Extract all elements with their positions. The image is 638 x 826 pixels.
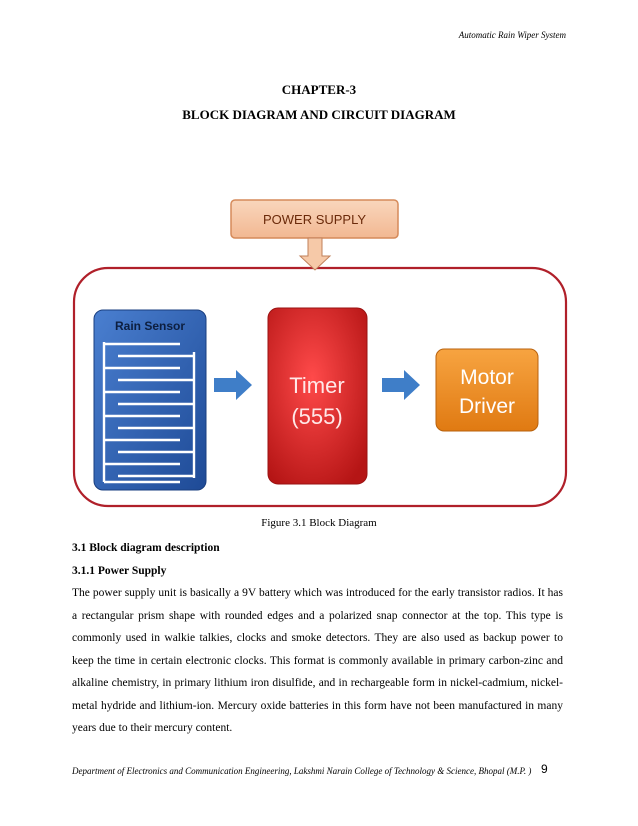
power-supply-paragraph: The power supply unit is basically a 9V … bbox=[72, 587, 563, 734]
running-header: Automatic Rain Wiper System bbox=[458, 30, 566, 40]
motor-driver-block bbox=[435, 348, 539, 432]
page-number: 9 bbox=[541, 762, 548, 776]
sensor-comb-pattern bbox=[102, 342, 196, 484]
arrow-sensor-to-timer bbox=[214, 370, 252, 400]
figure-caption: Figure 3.1 Block Diagram bbox=[261, 517, 377, 529]
power-supply-label: POWER SUPPLY bbox=[263, 212, 366, 227]
motor-label-line2: Driver bbox=[459, 395, 515, 418]
motor-label-line1: Motor bbox=[460, 366, 514, 389]
chapter-number: CHAPTER-3 bbox=[281, 82, 357, 97]
timer-label-line1: Timer bbox=[289, 373, 344, 398]
system-enclosure bbox=[72, 266, 568, 508]
arrow-timer-to-motor bbox=[382, 370, 420, 400]
timer-block bbox=[267, 307, 368, 485]
chapter-title: BLOCK DIAGRAM AND CIRCUIT DIAGRAM bbox=[182, 107, 456, 122]
timer-label-line2: (555) bbox=[291, 404, 342, 429]
section-heading-3-1-1: 3.1.1 Power Supply bbox=[72, 565, 167, 577]
footer-department: Department of Electronics and Communicat… bbox=[72, 766, 532, 776]
power-arrow bbox=[298, 237, 332, 271]
section-heading-3-1: 3.1 Block diagram description bbox=[72, 542, 220, 554]
rain-sensor-label: Rain Sensor bbox=[115, 319, 185, 333]
